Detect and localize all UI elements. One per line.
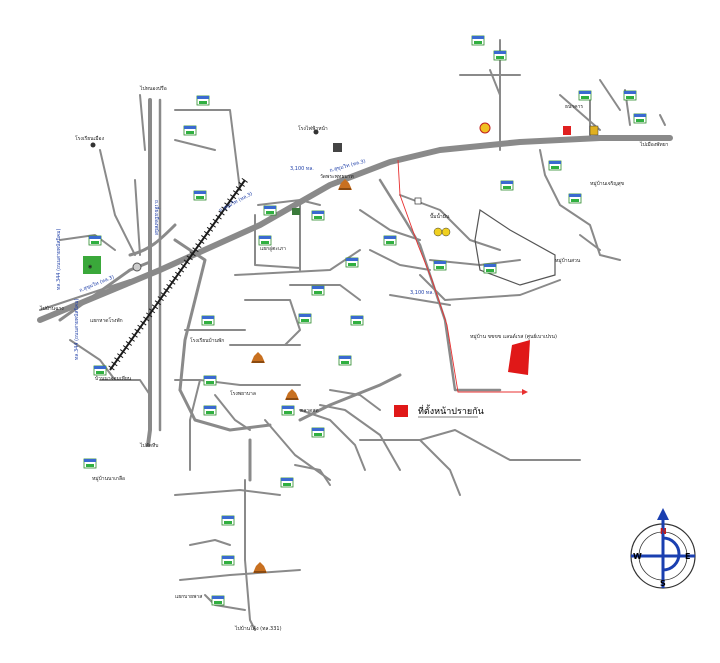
house-icon (623, 90, 637, 101)
house-icon (483, 263, 497, 274)
place-label: หมู่บ้านเจริญสุข (590, 180, 624, 187)
house-icon (311, 427, 325, 438)
building-icon (333, 143, 342, 152)
temple-icon (251, 352, 265, 363)
compass-north-label: N (660, 527, 667, 536)
house-icon (345, 257, 359, 268)
house-icon (201, 315, 215, 326)
major-highways (37, 98, 673, 482)
route-to-project (397, 159, 522, 393)
road-3100b-label: 3,100 ทล. (410, 290, 434, 296)
building-icon (292, 208, 300, 215)
house-icon (383, 235, 397, 246)
house-icon (500, 180, 514, 191)
compass-arc (662, 536, 681, 572)
gas-station-icon (479, 122, 491, 134)
house-icon (633, 113, 647, 124)
place-label: วัดพระพุทธบาท (320, 174, 354, 180)
place-label: โรงเรียนเมือง (75, 135, 105, 142)
logo-label: ◉ (88, 264, 92, 270)
place-label: ไปบ้านฉาง (39, 305, 64, 312)
house-icon (311, 210, 325, 221)
house-icon (196, 95, 210, 106)
house-icon (88, 235, 102, 246)
poi-dot-icon (313, 129, 319, 135)
place-label: บ้านนาจอมเทียน (95, 375, 132, 382)
info-icon (433, 227, 443, 237)
traffic-light-icon (132, 262, 142, 272)
map-markers: ◉ (83, 35, 647, 606)
house-icon (281, 405, 295, 416)
house-icon (568, 193, 582, 204)
house-icon (548, 160, 562, 171)
place-label: ไปหนองปรือ (139, 85, 167, 92)
project-area-outline (474, 208, 556, 286)
house-icon (258, 235, 272, 246)
compass-north-arrow-icon (657, 508, 669, 520)
compass-west-label: W (633, 552, 642, 561)
house-icon (203, 375, 217, 386)
house-icon (578, 90, 592, 101)
house-icon (193, 190, 207, 201)
minor-roads (39, 39, 666, 631)
house-icon (280, 477, 294, 488)
road-vertical-label: ถ.เลี่ยงเมืองพนัส (153, 200, 160, 235)
place-label: ธนาคาร (565, 104, 583, 110)
road-3100-label: 3,100 ทล. (290, 166, 314, 172)
compass-east-label: E (685, 552, 690, 561)
house-icon (221, 515, 235, 526)
project-location-marker (508, 340, 530, 375)
place-label: แยกบายพาส (175, 594, 202, 600)
house-icon (433, 260, 447, 271)
place-labels: แยกอู่ตะเภา โรงไฟฟ้าหน้า ไปหนองปรือ ไปเม… (39, 85, 669, 632)
house-icon (203, 405, 217, 416)
legend: ที่ตั้งหน้าปรายกัน (394, 404, 484, 418)
house-icon (211, 595, 225, 606)
place-label: ไปเมืองพัทยา (639, 141, 669, 148)
temple-icon (253, 562, 267, 573)
square-marker-icon (414, 197, 422, 205)
temple-icon (285, 389, 299, 400)
house-icon (338, 355, 352, 366)
logo-icon (83, 256, 101, 274)
house-icon (93, 365, 107, 376)
route-arrow-icon (522, 389, 528, 395)
house-icon (83, 458, 97, 469)
bank-icon (589, 125, 599, 136)
place-label: ไปบ้านโค้ง (ทล.331) (234, 625, 282, 632)
house-icon (311, 285, 325, 296)
compass: N S E W (630, 508, 696, 589)
house-icon (471, 35, 485, 46)
legend-label: ที่ตั้งหน้าปรายกัน (418, 404, 484, 417)
place-label: แยกหาดโรงพัก (90, 317, 123, 324)
place-label: หมู่บ้านนาเกลือ (92, 475, 125, 482)
house-icon (263, 205, 277, 216)
project-label: หมู่บ้าน ขขขข แลนด์เรส (ศูนย์เบาเปรน) (470, 333, 557, 340)
road-south-west-label: ทล.344 (ถนนสายพนัสนิคม) (73, 298, 80, 360)
house-icon (350, 315, 364, 326)
railway (107, 177, 248, 373)
place-label: ไปสัตหีบ (139, 442, 158, 449)
poi-dot-icon (90, 142, 96, 148)
place-label: โรงพยาบาล (230, 390, 256, 397)
place-label: โรงเรียนบ้านพัก (190, 337, 224, 344)
shop-icon (563, 126, 571, 135)
compass-south-label: S (660, 579, 666, 588)
place-label: โรงไฟฟ้าหน้า (298, 125, 328, 132)
house-icon (298, 313, 312, 324)
info-icon (441, 227, 451, 237)
place-label: ตลาดสด (300, 408, 319, 414)
house-icon (183, 125, 197, 136)
place-label: แยกอู่ตะเภา (260, 246, 286, 252)
road-west-label: ทล.344 (ถนนสายพนัสนิคม) (55, 228, 62, 290)
place-label: หมู่บ้านสวน (555, 257, 581, 264)
legend-swatch (394, 405, 408, 417)
house-icon (221, 555, 235, 566)
house-icon (493, 50, 507, 61)
place-label: ปั๊มน้ำมัน (430, 211, 450, 220)
